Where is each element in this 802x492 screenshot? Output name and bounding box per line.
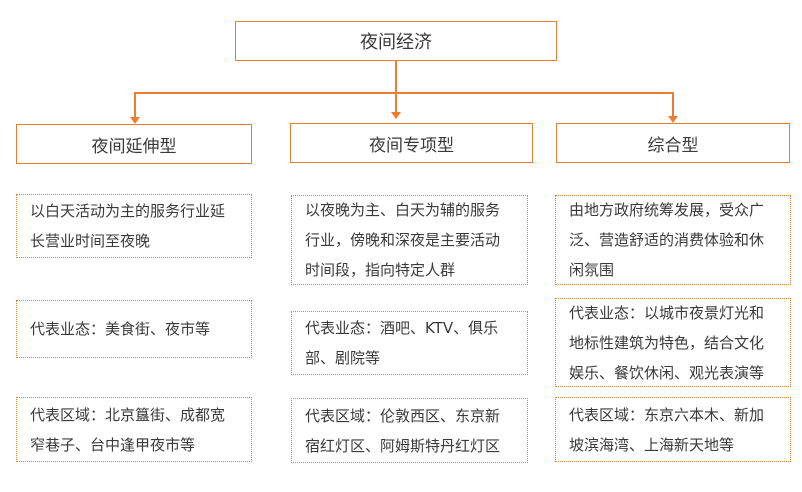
description-text: 以白天活动为主的服务行业延长营业时间至夜晚 <box>30 202 226 250</box>
region-text: 代表区域：伦敦西区、东京新宿红灯区、阿姆斯特丹红灯区 <box>305 406 501 455</box>
connector-left-vertical <box>134 92 136 118</box>
connector-horizontal <box>134 92 674 94</box>
branch-header-night-special: 夜间专项型 <box>290 123 533 163</box>
branch-header-comprehensive: 综合型 <box>556 123 790 163</box>
branch-title: 综合型 <box>647 135 699 156</box>
business-text: 代表业态：以城市夜景灯光和地标性建筑为特色，结合文化娱乐、餐饮休闲、观光表演等 <box>569 303 765 382</box>
business-text: 代表业态：酒吧、KTV、俱乐部、剧院等 <box>305 319 499 367</box>
branch-title: 夜间延伸型 <box>91 136 177 157</box>
connector-arrowhead-left <box>130 117 140 124</box>
business-text: 代表业态：美食街、夜市等 <box>30 320 211 338</box>
description-box-night-extension: 以白天活动为主的服务行业延长营业时间至夜晚 <box>16 194 252 258</box>
business-box-comprehensive: 代表业态：以城市夜景灯光和地标性建筑为特色，结合文化娱乐、餐饮休闲、观光表演等 <box>555 298 791 387</box>
connector-right-vertical <box>672 92 674 117</box>
region-text: 代表区域：东京六本木、新加坡滨海湾、上海新天地等 <box>569 405 765 454</box>
root-node-label: 夜间经济 <box>360 32 432 53</box>
description-text: 以夜晚为主、白天为辅的服务行业，傍晚和深夜是主要活动时间段，指向特定人群 <box>305 201 501 279</box>
connector-middle-vertical <box>395 92 397 113</box>
business-box-night-extension: 代表业态：美食街、夜市等 <box>16 300 252 358</box>
region-box-comprehensive: 代表区域：东京六本木、新加坡滨海湾、上海新天地等 <box>555 397 791 462</box>
business-box-night-special: 代表业态：酒吧、KTV、俱乐部、剧院等 <box>291 311 528 375</box>
description-text: 由地方政府统筹发展，受众广泛、营造舒适的消费体验和休闲氛围 <box>569 201 765 279</box>
branch-title: 夜间专项型 <box>369 135 454 156</box>
description-box-comprehensive: 由地方政府统筹发展，受众广泛、营造舒适的消费体验和休闲氛围 <box>555 195 791 285</box>
region-box-night-special: 代表区域：伦敦西区、东京新宿红灯区、阿姆斯特丹红灯区 <box>291 398 528 463</box>
connector-arrowhead-right <box>668 116 678 123</box>
region-box-night-extension: 代表区域：北京簋街、成都宽窄巷子、台中逢甲夜市等 <box>16 397 252 462</box>
connector-arrowhead-middle <box>391 112 401 119</box>
root-node-night-economy: 夜间经济 <box>235 21 557 61</box>
description-box-night-special: 以夜晚为主、白天为辅的服务行业，傍晚和深夜是主要活动时间段，指向特定人群 <box>291 195 528 285</box>
region-text: 代表区域：北京簋街、成都宽窄巷子、台中逢甲夜市等 <box>30 405 226 454</box>
branch-header-night-extension: 夜间延伸型 <box>16 124 252 164</box>
connector-root-vertical <box>395 61 397 93</box>
